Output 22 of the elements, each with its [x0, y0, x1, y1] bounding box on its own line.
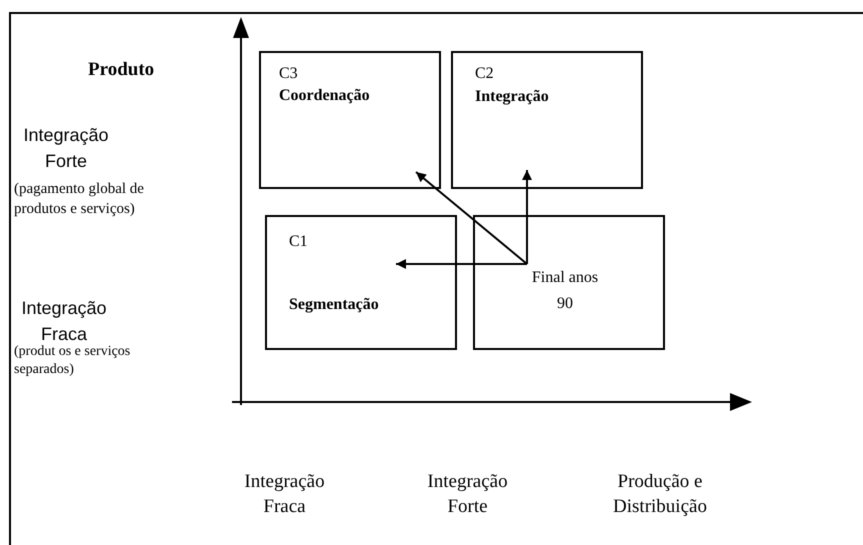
quadrant-box [451, 51, 643, 189]
arrow [415, 171, 528, 265]
arrow [522, 170, 532, 264]
quadrant-box [265, 215, 457, 350]
axis-label: Integração Fraca [20, 297, 108, 345]
quadrant-title: Segmentação [289, 295, 379, 315]
quadrant-box [259, 51, 441, 189]
axis-note: (produt os e serviços separados) [14, 343, 132, 380]
axis-label: Integração Fraca [243, 470, 326, 519]
axis-title: Produto [88, 58, 156, 82]
quadrant-title: Final anos 90 [530, 268, 600, 314]
axis-note: (pagamento global de produtos e serviços) [14, 180, 145, 218]
quadrant-title: Integração [475, 87, 549, 107]
quadrant-title: Coordenação [279, 86, 370, 106]
quadrant-code: C1 [289, 232, 308, 252]
arrow [396, 259, 527, 269]
quadrant-box [473, 215, 665, 350]
axis-label: Integração Forte [426, 470, 509, 519]
quadrant-code: C3 [279, 64, 298, 84]
quadrant-code: C2 [475, 64, 494, 84]
axis-label: Produção e Distribuição [612, 470, 708, 519]
axis-label: Integração Forte [22, 124, 110, 174]
